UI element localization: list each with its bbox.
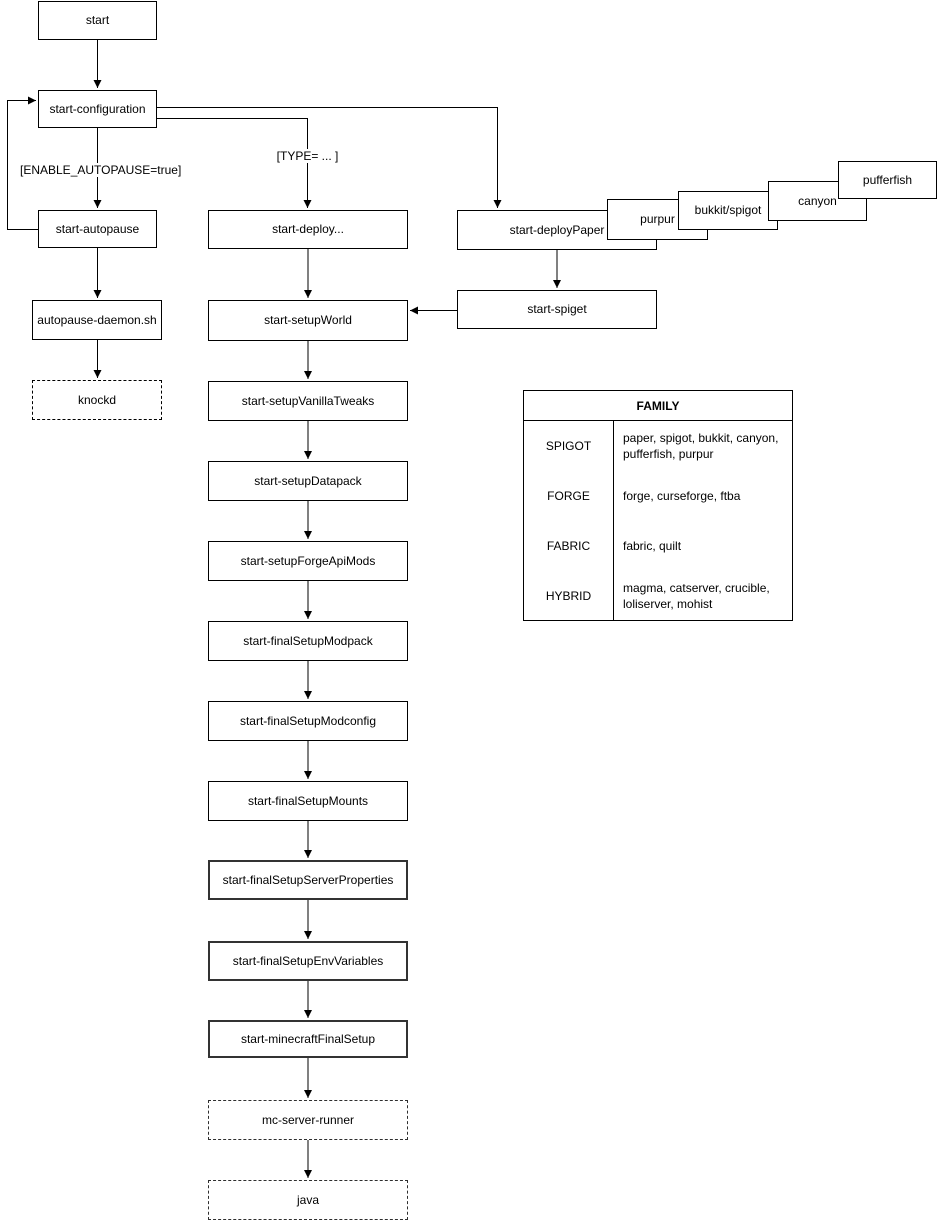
node-start-configuration: start-configuration xyxy=(38,90,157,128)
node-start: start xyxy=(38,1,157,40)
node-start-setup-forge-api-mods: start-setupForgeApiMods xyxy=(208,541,408,581)
node-start-minecraft-final-setup: start-minecraftFinalSetup xyxy=(208,1020,408,1058)
edge-autopause-loop-to-configuration xyxy=(7,96,38,230)
node-bukkit-spigot: bukkit/spigot xyxy=(678,191,778,230)
family-name: SPIGOT xyxy=(524,421,614,471)
node-start-final-setup-server-properties: start-finalSetupServerProperties xyxy=(208,860,408,900)
edge-label-enable-autopause: [ENABLE_AUTOPAUSE=true] xyxy=(20,163,182,177)
edge-label-type: [TYPE= ... ] xyxy=(267,149,348,163)
node-canyon: canyon xyxy=(768,181,867,221)
family-table-row-spigot: SPIGOT paper, spigot, bukkit, canyon, pu… xyxy=(524,421,792,471)
edge-configuration-to-deploypaper xyxy=(157,107,502,208)
node-start-final-setup-modconfig: start-finalSetupModconfig xyxy=(208,701,408,741)
node-autopause-daemon: autopause-daemon.sh xyxy=(32,300,162,340)
node-start-setup-datapack: start-setupDatapack xyxy=(208,461,408,501)
node-mc-server-runner: mc-server-runner xyxy=(208,1100,408,1140)
node-knockd: knockd xyxy=(32,380,162,420)
family-types: paper, spigot, bukkit, canyon, pufferfis… xyxy=(623,430,779,461)
family-table-title: FAMILY xyxy=(524,391,792,421)
node-start-setup-world: start-setupWorld xyxy=(208,300,408,341)
family-name: HYBRID xyxy=(524,571,614,621)
node-start-final-setup-modpack: start-finalSetupModpack xyxy=(208,621,408,661)
family-table-row-fabric: FABRIC fabric, quilt xyxy=(524,521,792,571)
family-name: FORGE xyxy=(524,471,614,521)
family-table: FAMILY SPIGOT paper, spigot, bukkit, can… xyxy=(523,390,793,621)
node-start-spiget: start-spiget xyxy=(457,290,657,329)
family-types: magma, catserver, crucible, loliserver, … xyxy=(623,580,770,611)
family-table-row-forge: FORGE forge, curseforge, ftba xyxy=(524,471,792,521)
family-table-row-hybrid: HYBRID magma, catserver, crucible, lolis… xyxy=(524,571,792,621)
node-start-final-setup-env-variables: start-finalSetupEnvVariables xyxy=(208,941,408,981)
family-types: forge, curseforge, ftba xyxy=(623,488,741,503)
node-start-setup-vanilla-tweaks: start-setupVanillaTweaks xyxy=(208,381,408,421)
family-types: fabric, quilt xyxy=(623,538,682,553)
edge-configuration-to-deploy xyxy=(157,118,312,208)
node-start-autopause: start-autopause xyxy=(38,210,157,248)
node-start-deploy: start-deploy... xyxy=(208,210,408,249)
node-java: java xyxy=(208,1180,408,1220)
node-start-final-setup-mounts: start-finalSetupMounts xyxy=(208,781,408,821)
family-name: FABRIC xyxy=(524,521,614,571)
node-pufferfish: pufferfish xyxy=(838,161,937,199)
